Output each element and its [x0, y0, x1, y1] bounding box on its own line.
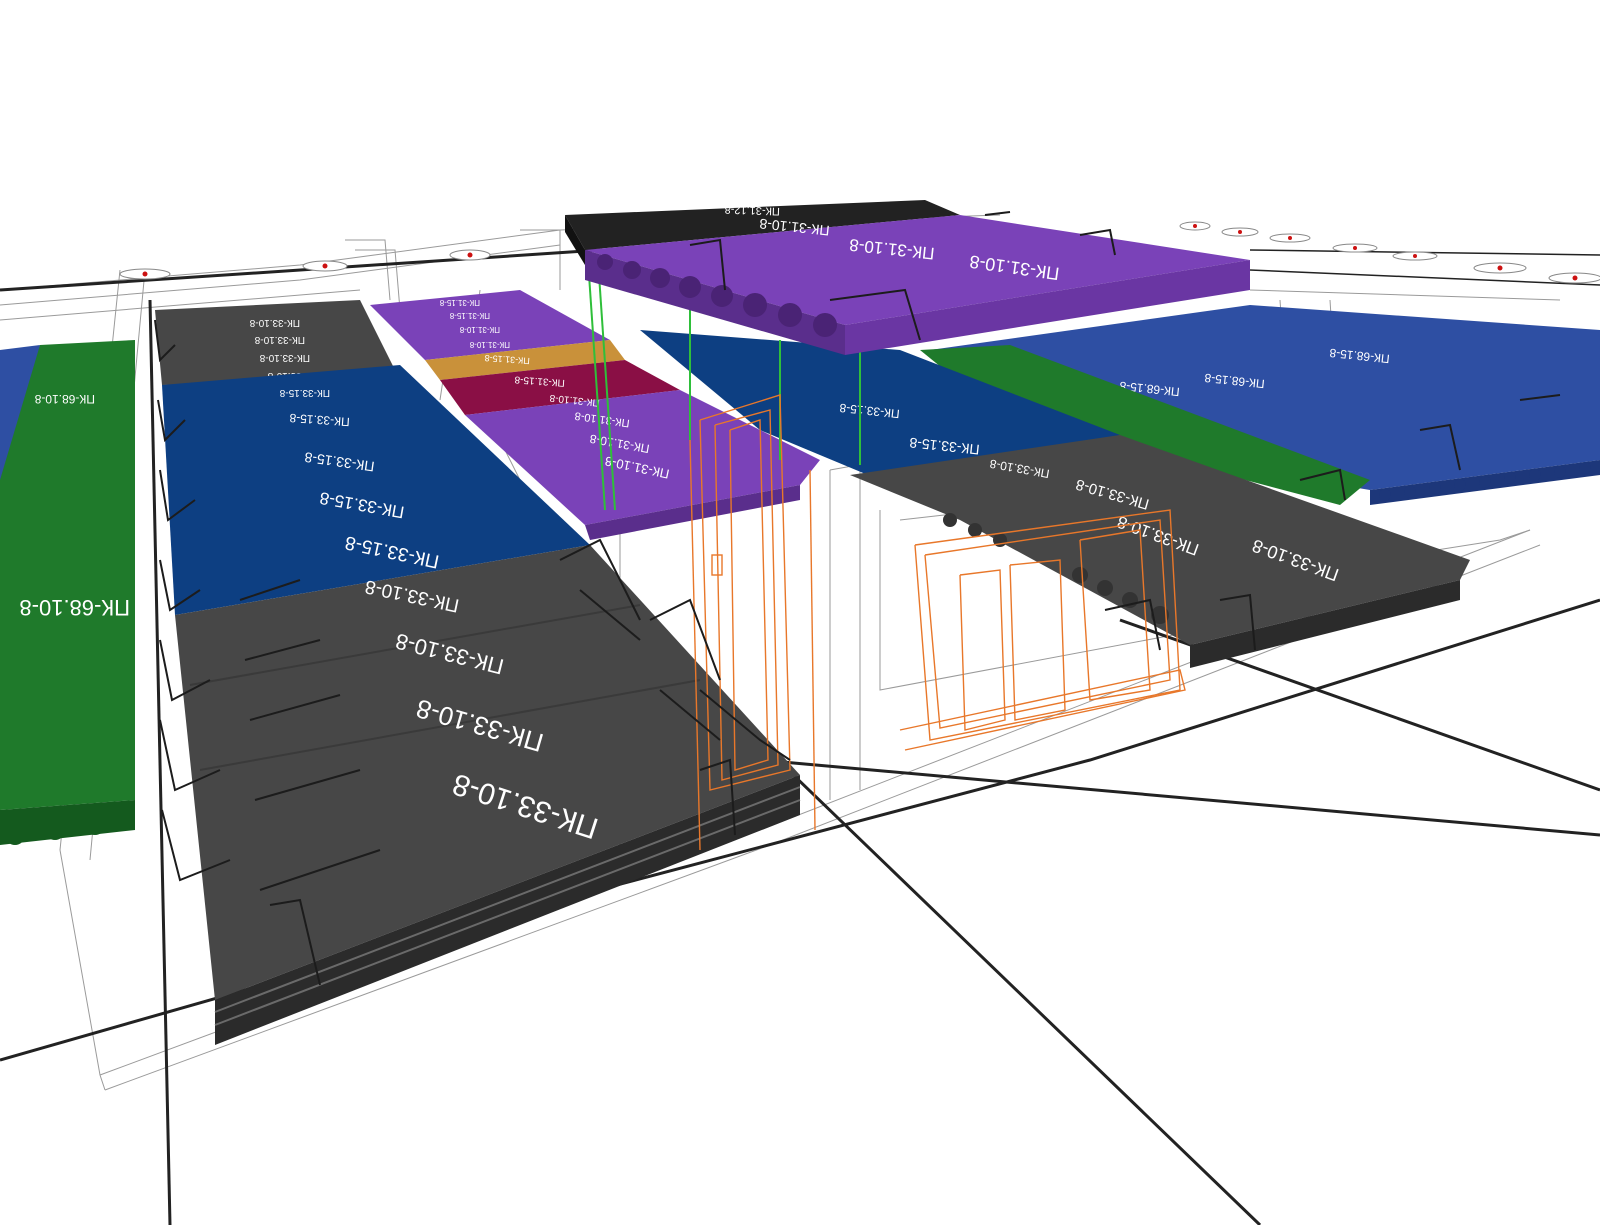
slab-label: ПК-31.10-8	[758, 216, 830, 239]
slab-purple-mid-edge	[585, 485, 800, 540]
slab-label: ПК-33.15-8	[839, 401, 901, 421]
slab-purple-top-side	[845, 260, 1250, 355]
slab-group-left-dark-near: ПК-33.10-8 ПК-33.10-8 ПК-33.10-8 ПК-33.1…	[175, 545, 801, 1045]
slab-label: ПК-31.10-8	[469, 340, 510, 349]
slab-label: ПК-33.15-8	[279, 387, 330, 398]
axis-marker-dot	[1572, 275, 1578, 281]
slab-label: ПК-33.15-8	[908, 435, 980, 458]
slab-group-top: ПК-31.12-8 ПК-31.10-8 ПК-31.10-8 ПК-31.1…	[565, 200, 1250, 355]
slab-dark-near	[175, 545, 800, 1000]
axis-markers	[119, 221, 1600, 284]
slab-black-top	[565, 200, 960, 250]
slab-group-right-dark: ПК-33.10-8 ПК-33.10-8 ПК-33.10-8 ПК-33.1…	[850, 435, 1470, 668]
slab-label: ПК-31.15-8	[514, 373, 565, 388]
axis-marker-dot	[1288, 236, 1292, 240]
slab-label: ПК-33.10-8	[254, 334, 305, 345]
door-wireframe	[689, 394, 816, 851]
axis-marker-dot	[142, 271, 148, 277]
slab-right-dark	[850, 435, 1470, 645]
green-posts	[587, 259, 861, 511]
slab-purple-small	[370, 290, 610, 360]
slab-hollow-cores	[943, 513, 1169, 624]
slab-label: ПК-68.10-8	[19, 595, 130, 620]
slab-label: ПК-68.10-8	[34, 392, 95, 406]
slab-left-green	[0, 340, 135, 810]
slab-hollow-cores	[5, 815, 105, 845]
axis-marker-dot	[467, 252, 473, 258]
slab-right-blue	[640, 330, 1120, 480]
slab-edge-line	[214, 799, 801, 1026]
slab-blue	[162, 365, 590, 615]
slab-hollow-cores	[597, 254, 837, 337]
slab-label: ПК-31.10-8	[549, 392, 601, 408]
slab-maroon	[440, 360, 680, 415]
axis-marker-dot	[1193, 224, 1197, 228]
slab-label: ПК-33.15-8	[289, 411, 350, 429]
slab-label: ПК-31.15-8	[484, 353, 530, 366]
slab-label: ПК-31.15-8	[449, 311, 490, 320]
axis-marker-dot	[1413, 254, 1417, 258]
slab-group-left-blue: ПК-33.15-8 ПК-33.15-8 ПК-33.15-8 ПК-33.1…	[162, 365, 590, 615]
slab-right-dark-edge	[1190, 580, 1460, 668]
axis-marker-dot	[1353, 246, 1357, 250]
slab-green-right	[920, 345, 1370, 505]
slab-black-top-side	[565, 215, 585, 265]
slab-tan	[425, 340, 625, 380]
window-wireframe	[899, 509, 1186, 751]
slab-left-green-edge	[0, 800, 135, 845]
slab-joint	[199, 679, 701, 771]
axis-marker-dot	[1497, 265, 1503, 271]
slab-edge-line	[214, 786, 801, 1013]
slab-dark-far	[155, 300, 400, 385]
rebar-hooks	[154, 211, 1561, 986]
slab-hollow-cores	[1379, 462, 1591, 501]
axis-marker-dot	[1238, 230, 1242, 234]
slab-label: ПК-33.10-8	[259, 352, 310, 363]
axis-marker-dot	[322, 263, 328, 269]
slab-joint	[189, 604, 641, 686]
slab-group-right-blue: ПК-33.15-8 ПК-33.15-8	[640, 330, 1120, 480]
slab-label: ПК-31.15-8	[439, 298, 480, 307]
slab-label: ПК-68.15-8	[1204, 371, 1266, 391]
slab-label: ПК-31.12-8	[724, 203, 780, 217]
slab-group-left-green: ПК-68.10-8 ПК-68.10-8	[0, 340, 135, 845]
slab-label: ПК-31.10-8	[459, 325, 500, 334]
slab-label: ПК-33.10-8	[249, 317, 300, 328]
slab-label: ПК-68.15-8	[1329, 346, 1391, 366]
